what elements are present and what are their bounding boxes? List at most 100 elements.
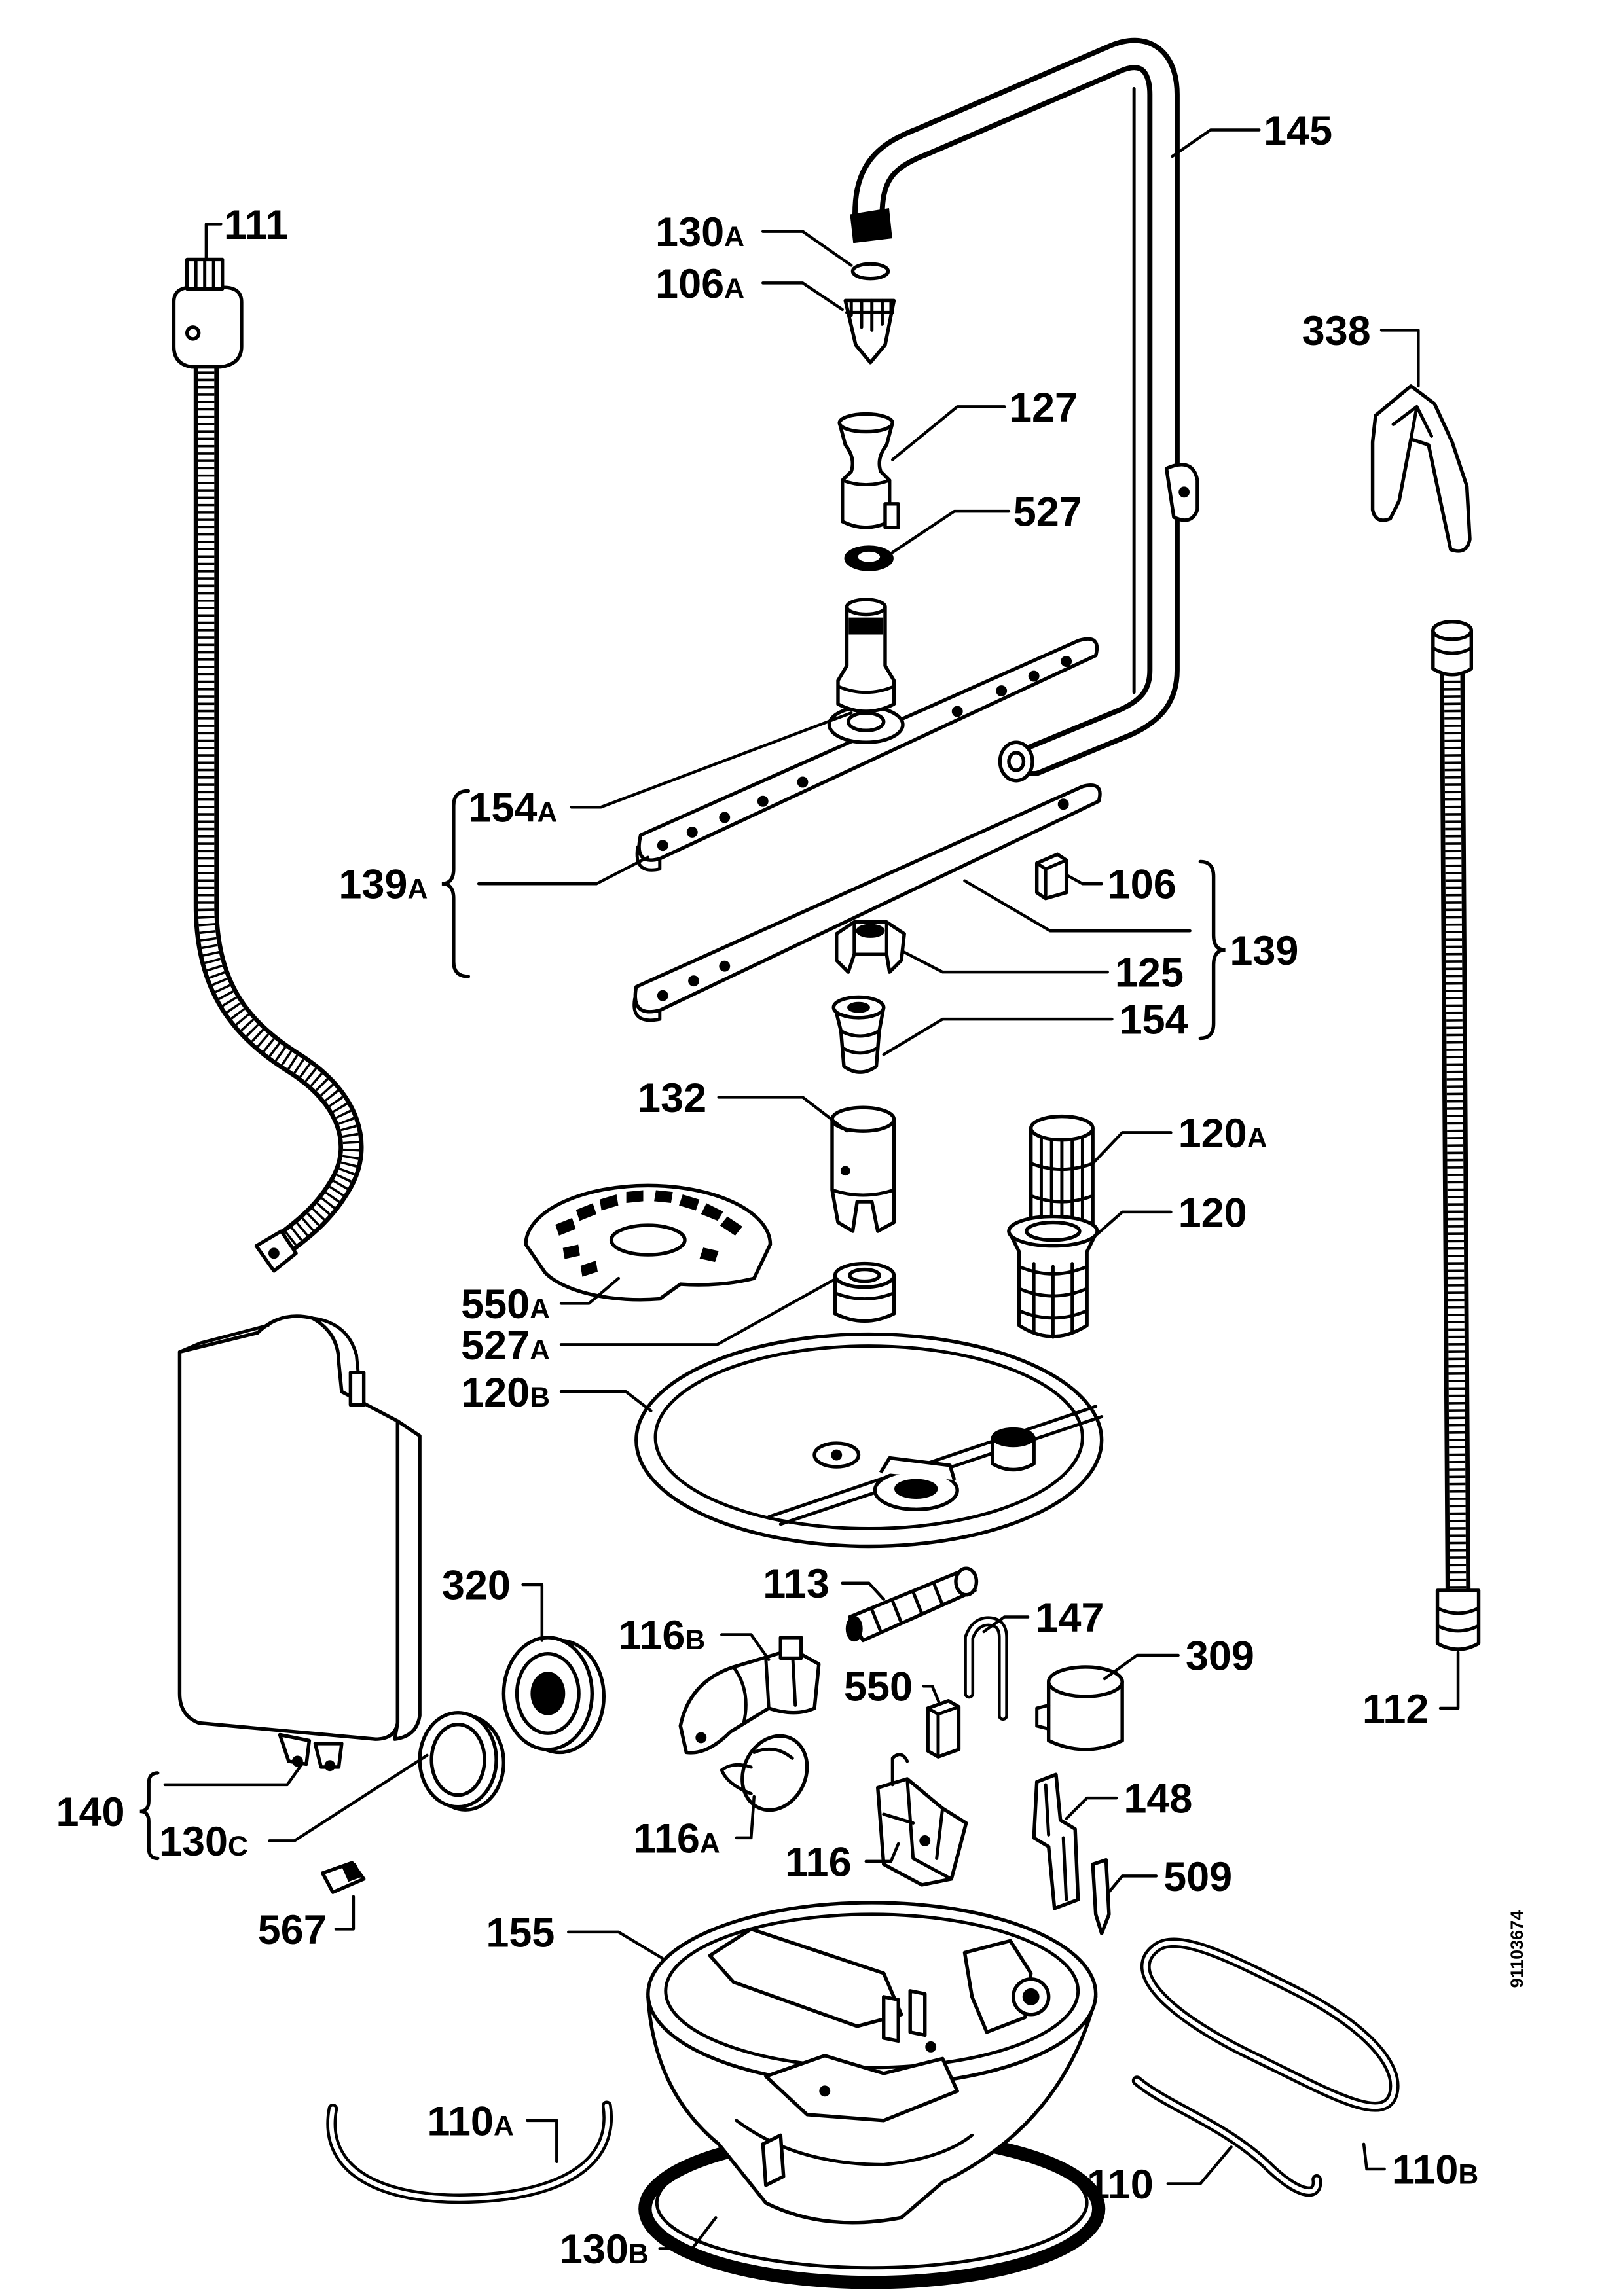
part-label-suffix: A — [724, 221, 744, 253]
part-label-suffix: A — [494, 2110, 514, 2142]
part-label-116: 116 — [785, 1839, 852, 1885]
part-label-116b: 116B — [619, 1613, 705, 1659]
leader-139a — [477, 855, 650, 886]
leader-110a — [526, 2119, 558, 2164]
part-label-154a: 154A — [468, 785, 557, 831]
hose-110a — [326, 2100, 613, 2204]
leader-116b — [720, 1633, 771, 1661]
part-label-145: 145 — [1264, 108, 1332, 154]
part-label-113: 113 — [763, 1561, 830, 1607]
part-label-550: 550 — [844, 1664, 913, 1710]
hose-110b — [1140, 1937, 1400, 2112]
part-label-106: 106 — [1108, 862, 1176, 908]
lower-spray-arm — [632, 783, 1102, 1022]
clip-106 — [1034, 852, 1068, 901]
part-label-154: 154 — [1120, 997, 1188, 1043]
leader-130a — [761, 230, 853, 267]
softener-tank-140 — [177, 1314, 422, 1772]
bracket-140 — [139, 1771, 160, 1861]
rod-113 — [845, 1566, 979, 1643]
part-label-110a: 110A — [427, 2098, 513, 2144]
leader-113 — [841, 1581, 885, 1601]
part-label-106a: 106A — [655, 261, 744, 307]
part-label-suffix: A — [530, 1293, 550, 1325]
part-label-125: 125 — [1115, 950, 1184, 996]
part-label-suffix: A — [537, 797, 557, 829]
nozzle-106a — [843, 298, 896, 365]
leader-106a — [761, 281, 844, 312]
drain-hose-bottom-fitting — [1435, 1588, 1481, 1651]
part-label-139: 139 — [1230, 928, 1298, 974]
part-label-140: 140 — [56, 1789, 124, 1835]
bushing-527a — [833, 1261, 896, 1323]
part-label-132: 132 — [638, 1075, 706, 1121]
part-label-111: 111 — [224, 202, 288, 248]
part-label-120: 120 — [1178, 1190, 1247, 1236]
seal-ring-130a — [850, 262, 890, 281]
part-label-110b: 110B — [1392, 2147, 1478, 2193]
part-label-120a: 120A — [1178, 1111, 1267, 1157]
part-label-suffix: A — [530, 1335, 550, 1366]
upper-arm-spindle — [836, 598, 896, 713]
leader-125 — [901, 950, 1109, 974]
upper-feed-tube — [850, 37, 1199, 783]
bushing-154 — [831, 995, 886, 1074]
hub-125 — [835, 920, 906, 974]
leader-111 — [204, 223, 223, 261]
clip-567 — [320, 1861, 366, 1894]
seal-320 — [501, 1636, 606, 1755]
leader-145 — [1171, 128, 1261, 158]
leader-567 — [334, 1895, 356, 1931]
leader-110b — [1362, 2142, 1386, 2171]
inlet-hose — [172, 257, 364, 1273]
part-label-320: 320 — [442, 1562, 511, 1608]
filter-disc-120b — [634, 1332, 1104, 1549]
part-label-130b: 130B — [560, 2227, 649, 2272]
leader-550 — [922, 1684, 941, 1706]
pin-509 — [1091, 1857, 1111, 1935]
seal-ring-527 — [844, 545, 894, 571]
part-label-120b: 120B — [461, 1370, 550, 1416]
sump-155 — [646, 1901, 1098, 2225]
cap-309 — [1035, 1665, 1124, 1751]
part-label-527: 527 — [1013, 490, 1082, 535]
leader-130c — [268, 1753, 429, 1842]
part-label-147: 147 — [1035, 1595, 1104, 1641]
seal-ring-130c — [418, 1711, 506, 1812]
hose-bracket-338 — [1370, 384, 1472, 553]
hose-110 — [1131, 2075, 1322, 2197]
float-116a — [720, 1734, 809, 1812]
leader-155 — [567, 1930, 665, 1960]
part-label-550a: 550A — [461, 1282, 550, 1327]
leader-120a — [1091, 1131, 1173, 1165]
sump-pipes — [882, 1989, 927, 2043]
part-label-567: 567 — [258, 1907, 327, 1953]
hose-fitting — [172, 285, 244, 369]
tank-pin — [348, 1371, 366, 1407]
bracket-139 — [1198, 859, 1226, 1041]
leader-132 — [717, 1096, 848, 1133]
part-label-130c: 130C — [159, 1819, 248, 1865]
connector-127 — [837, 412, 900, 529]
leader-527a — [559, 1276, 838, 1346]
part-label-116a: 116A — [633, 1816, 720, 1861]
part-label-suffix: B — [685, 1624, 705, 1656]
leader-140 — [163, 1763, 304, 1787]
leader-309 — [1103, 1653, 1180, 1681]
leader-147 — [982, 1615, 1030, 1634]
leader-130b — [658, 2216, 718, 2250]
leader-154a — [570, 711, 853, 809]
leader-338 — [1379, 329, 1420, 388]
leader-154 — [882, 1017, 1114, 1056]
clip-148 — [1032, 1772, 1080, 1910]
leader-509 — [1106, 1874, 1158, 1895]
leader-116 — [864, 1842, 900, 1863]
sump-connector — [962, 1939, 1033, 2034]
leader-148 — [1065, 1796, 1118, 1820]
leader-139 — [963, 879, 1192, 933]
part-label-110: 110 — [1087, 2162, 1154, 2208]
tube-nozzle-end — [850, 207, 892, 243]
leader-120b — [559, 1390, 653, 1412]
part-label-127: 127 — [1009, 385, 1078, 431]
block-550 — [926, 1699, 961, 1759]
